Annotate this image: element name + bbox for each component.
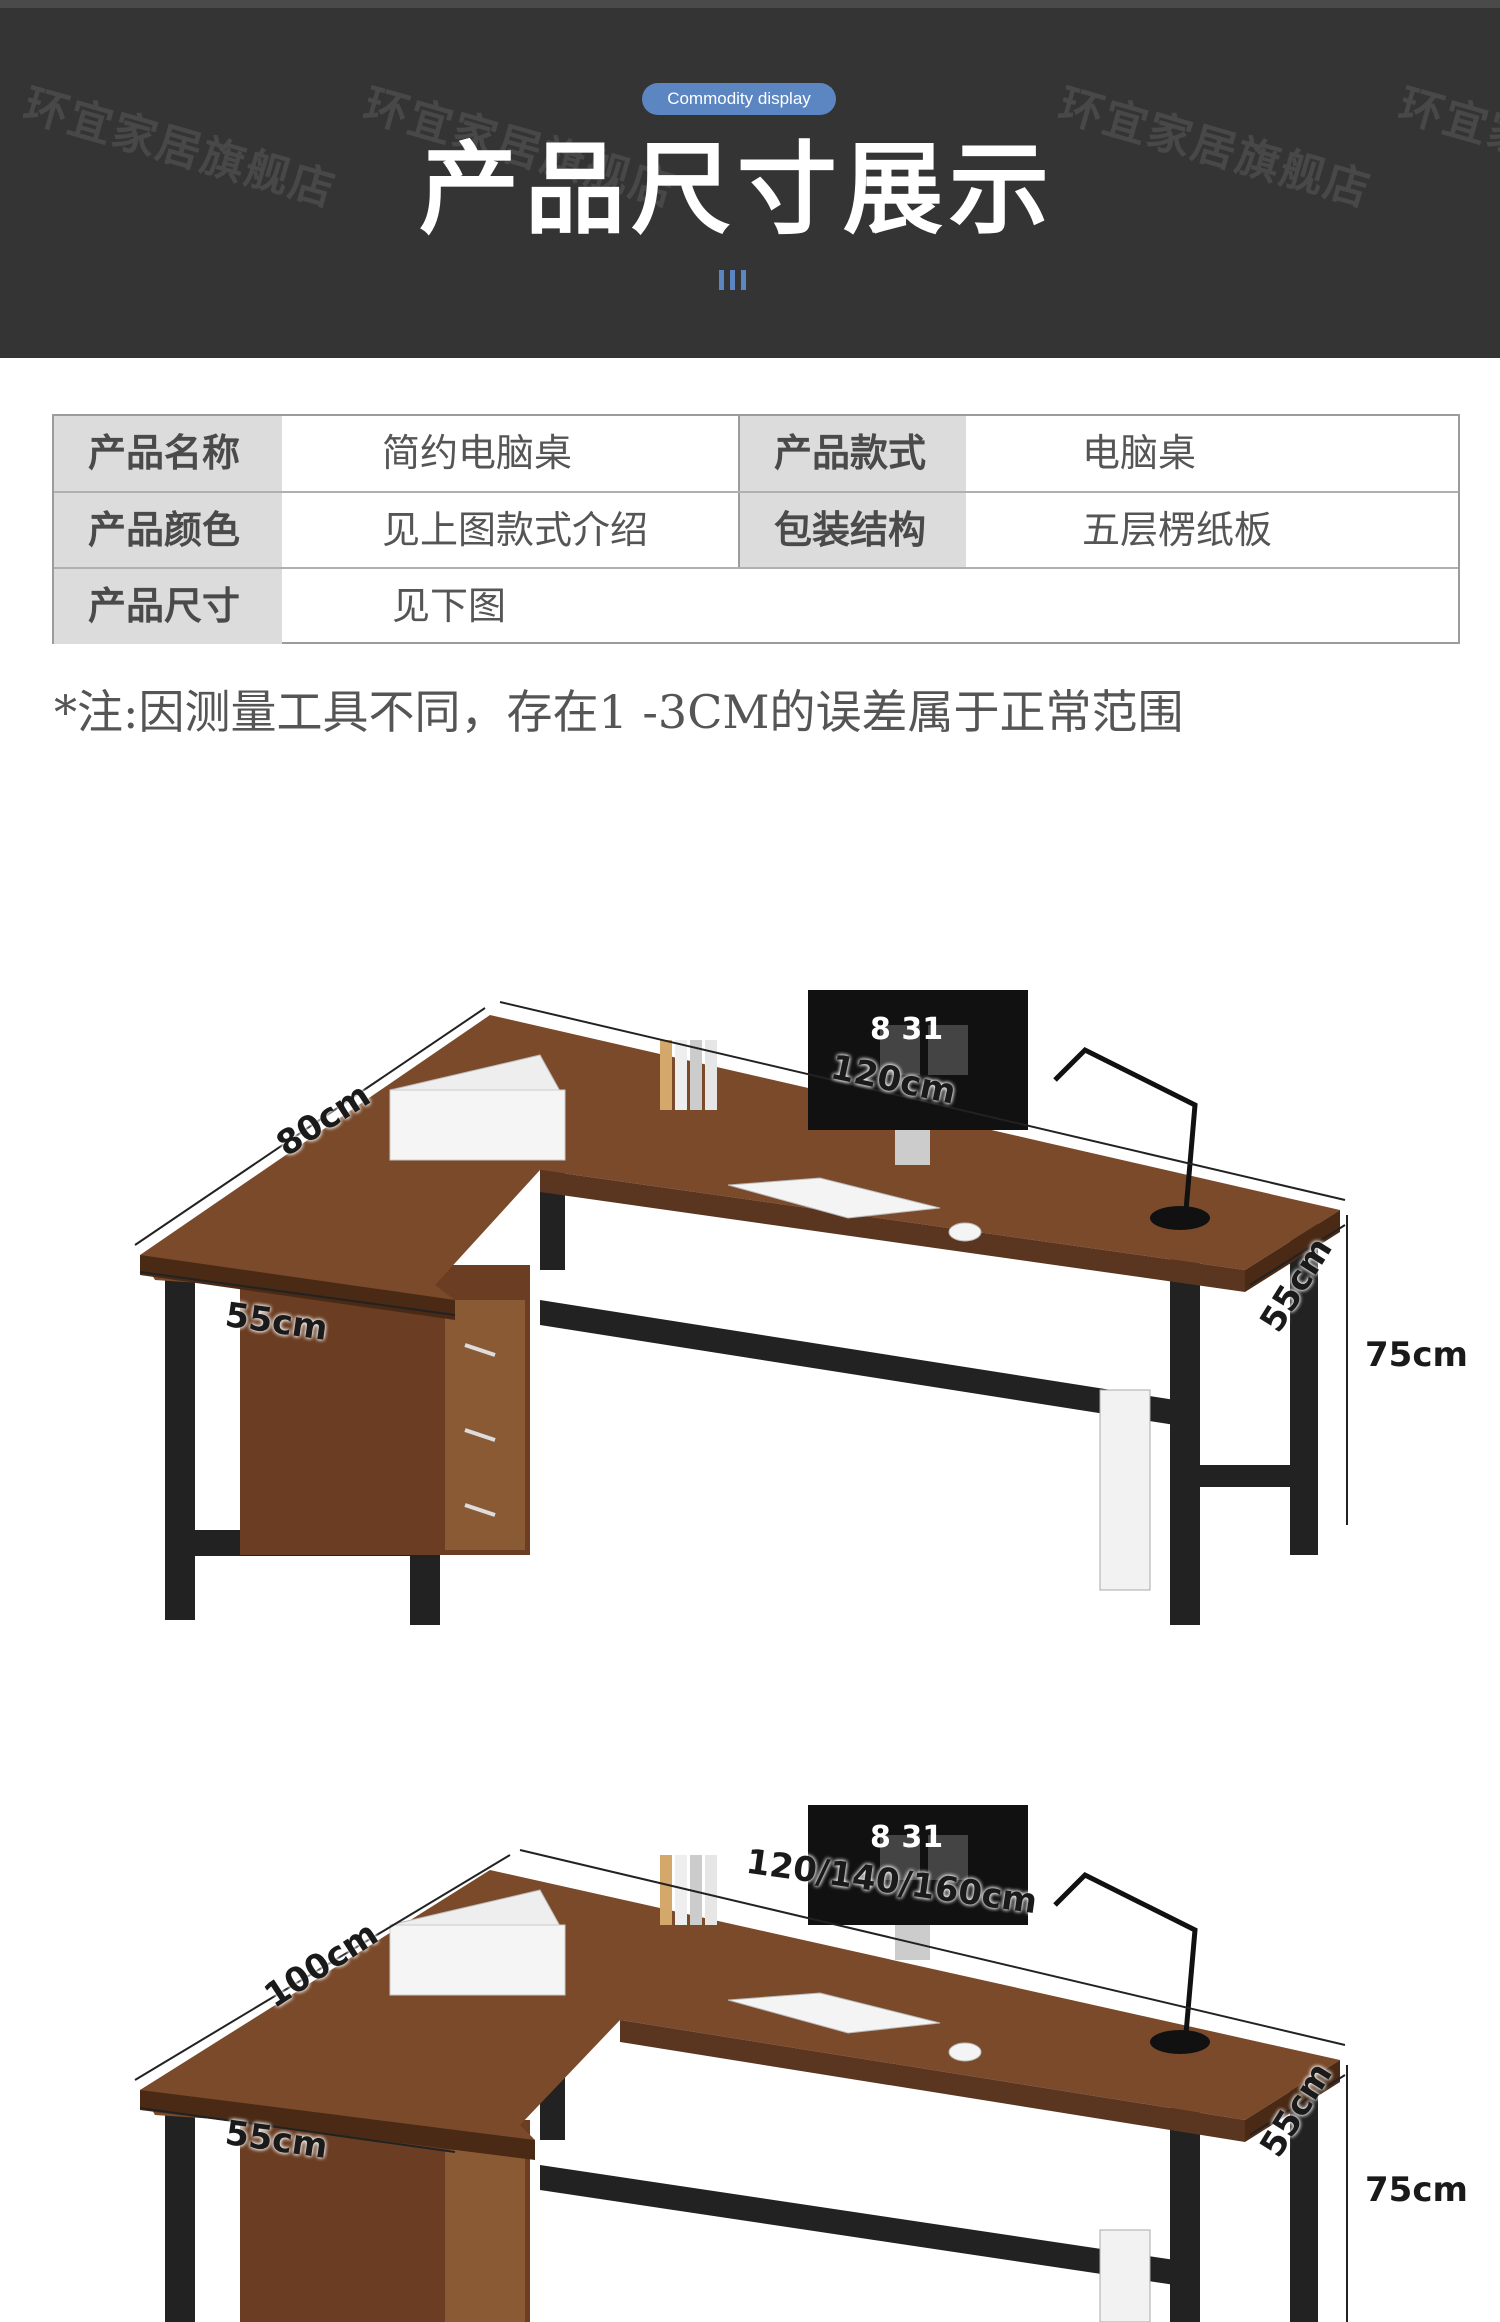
table-row: 产品颜色 见上图款式介绍 包装结构 五层楞纸板: [54, 491, 1458, 568]
title-bars-icon: [719, 270, 755, 290]
value-product-style: 电脑桌: [1082, 431, 1197, 475]
value-packaging: 五层楞纸板: [1082, 508, 1273, 552]
table-row: 产品尺寸 见下图: [54, 567, 1458, 644]
spec-table: 产品名称 简约电脑桌 产品款式 电脑桌 产品颜色 见上图款式介绍 包装结构 五层…: [52, 414, 1460, 644]
measurement-note: *注:因测量工具不同，存在1 -3CM的误差属于正常范围: [54, 685, 1184, 739]
header-banner: 环宜家居旗舰店 环宜家居旗舰店 环宜家居旗舰店 环宜家居旗舰店 Commodit…: [0, 0, 1500, 358]
dim-height: 75cm: [1365, 2170, 1468, 2210]
dim-height: 75cm: [1365, 1335, 1468, 1375]
commodity-display-pill: Commodity display: [642, 83, 836, 115]
page-title: 产品尺寸展示: [419, 131, 1055, 248]
monitor-clock: 8 31: [870, 1012, 944, 1047]
l-desk-drawing: [134, 1805, 1348, 2322]
monitor-clock: 8 31: [870, 1820, 944, 1855]
l-desk-drawing: [134, 990, 1348, 1625]
value-product-name: 简约电脑桌: [382, 431, 573, 475]
value-product-color: 见上图款式介绍: [382, 508, 649, 552]
label-packaging: 包装结构: [738, 493, 966, 568]
table-row: 产品名称 简约电脑桌 产品款式 电脑桌: [54, 416, 1458, 491]
label-product-size: 产品尺寸: [54, 569, 282, 644]
banner-top-line: [0, 0, 1500, 8]
label-product-style: 产品款式: [738, 416, 966, 491]
desk-illustration-2: 100cm 55cm 120/140/160cm 55cm 75cm 8 31: [0, 1790, 1500, 2322]
value-product-size: 见下图: [392, 584, 507, 628]
label-product-color: 产品颜色: [54, 493, 282, 568]
desk-illustration-1: 80cm 55cm 120cm 55cm 75cm 8 31: [0, 960, 1500, 1690]
label-product-name: 产品名称: [54, 416, 282, 491]
